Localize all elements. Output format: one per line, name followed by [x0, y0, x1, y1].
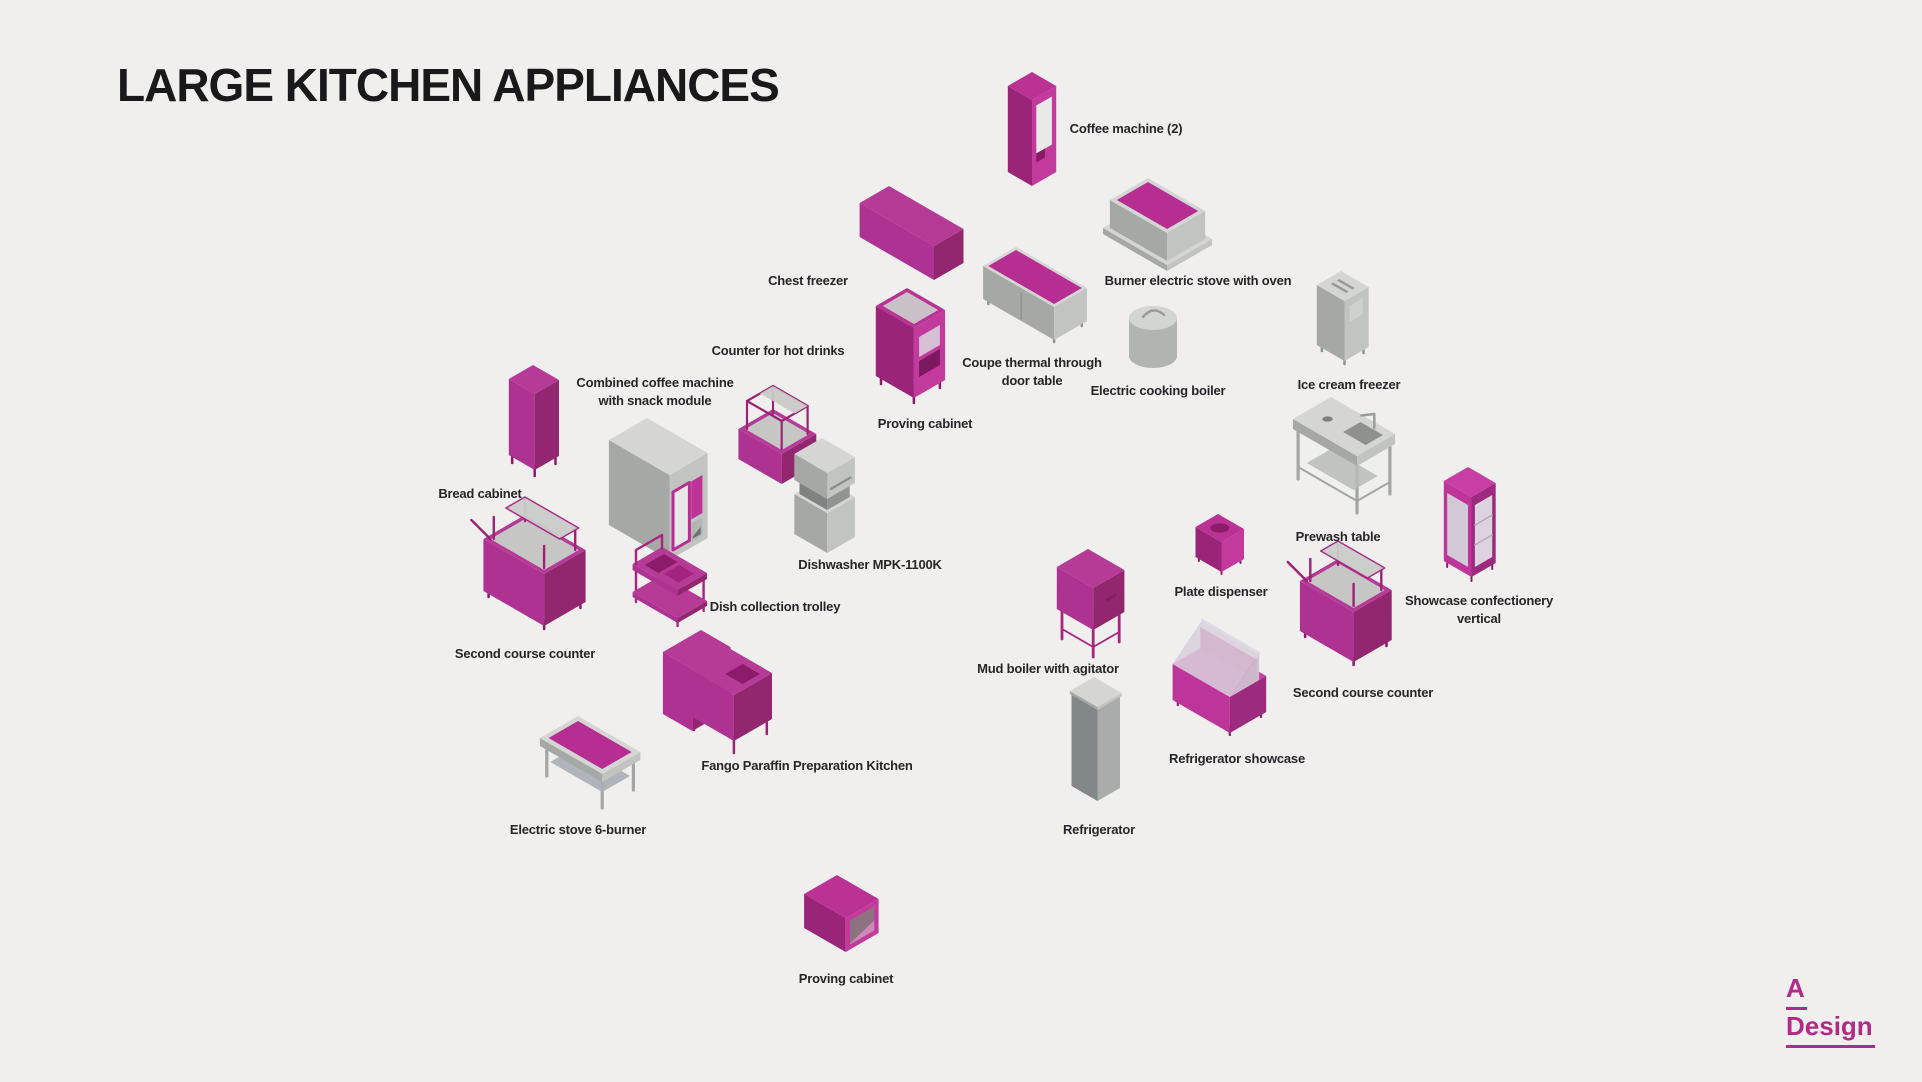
label-dish-collection-trolley: Dish collection trolley	[709, 598, 841, 614]
label-electric-stove-6-burner: Electric stove 6-burner	[509, 821, 647, 837]
label-dishwasher: Dishwasher MPK-1100K	[798, 556, 942, 572]
label-showcase-confectionery: Showcase confectionery vertical	[1404, 592, 1554, 626]
logo-line-2: Design	[1786, 1010, 1875, 1048]
label-refrigerator: Refrigerator	[1062, 821, 1136, 837]
appliance-prewash-table	[1292, 397, 1396, 515]
appliance-chest-freezer	[859, 186, 964, 280]
label-ice-cream-freezer: Ice cream freezer	[1297, 376, 1401, 392]
appliance-proving-cabinet-bottom	[804, 875, 879, 952]
label-coffee-machine: Coffee machine (2)	[1069, 120, 1183, 136]
appliance-second-course-counter-left	[470, 496, 586, 631]
appliance-electric-cooking-boiler	[1129, 306, 1177, 368]
appliance-bread-cabinet	[508, 365, 559, 478]
label-chest-freezer: Chest freezer	[768, 272, 848, 288]
appliance-second-course-counter-right	[1286, 540, 1392, 667]
logo-line-1: A	[1786, 972, 1807, 1010]
label-mud-boiler: Mud boiler with agitator	[977, 660, 1119, 676]
appliance-combined-coffee-machine	[608, 418, 708, 560]
appliance-burner-electric-stove	[1103, 178, 1213, 271]
appliance-dish-collection-trolley	[632, 533, 707, 628]
appliance-coffee-machine	[1007, 72, 1057, 186]
brand-logo: A Design	[1786, 972, 1875, 1048]
appliance-plate-dispenser	[1195, 514, 1244, 575]
appliance-showcase-confectionery	[1443, 467, 1496, 582]
label-bread-cabinet: Bread cabinet	[438, 485, 522, 501]
appliance-refrigerator	[1069, 677, 1122, 801]
appliance-ice-cream-freezer	[1316, 271, 1369, 366]
label-combined-coffee-machine: Combined coffee machine with snack modul…	[576, 374, 734, 408]
label-second-course-counter-right: Second course counter	[1292, 684, 1434, 700]
appliance-refrigerator-showcase	[1172, 618, 1267, 737]
label-prewash-table: Prewash table	[1295, 528, 1381, 544]
label-plate-dispenser: Plate dispenser	[1174, 583, 1268, 599]
appliance-mud-boiler	[1056, 549, 1125, 659]
appliance-dishwasher	[794, 438, 855, 553]
label-proving-cabinet-bottom: Proving cabinet	[798, 970, 894, 986]
label-fango-kitchen: Fango Paraffin Preparation Kitchen	[701, 757, 913, 773]
appliance-fango-kitchen	[662, 630, 772, 755]
label-proving-cabinet-top: Proving cabinet	[877, 415, 973, 431]
page-title: LARGE KITCHEN APPLIANCES	[117, 58, 780, 111]
appliance-electric-stove-6-burner	[539, 716, 641, 810]
label-refrigerator-showcase: Refrigerator showcase	[1169, 750, 1305, 766]
appliance-coupe-thermal-table	[983, 247, 1087, 344]
appliance-proving-cabinet-top	[875, 288, 946, 405]
label-coupe-thermal-table: Coupe thermal through door table	[962, 354, 1102, 388]
label-second-course-counter-left: Second course counter	[454, 645, 596, 661]
label-electric-cooking-boiler: Electric cooking boiler	[1090, 382, 1226, 398]
label-burner-electric-stove: Burner electric stove with oven	[1104, 272, 1292, 288]
label-counter-hot-drinks: Counter for hot drinks	[711, 342, 845, 358]
